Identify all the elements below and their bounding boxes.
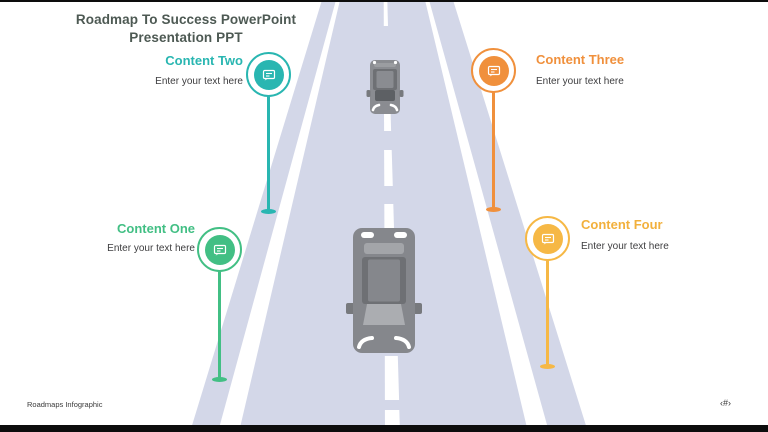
pin-foot-content-four [540, 364, 555, 369]
left-lane-line [218, 0, 340, 432]
pin-foot-content-three [486, 207, 501, 212]
presentation-board-icon [487, 65, 500, 77]
top-letterbox-bar [0, 0, 768, 2]
map-pin-content-three [471, 48, 516, 93]
pin-stem-content-four [546, 260, 549, 365]
milestone-description-content-four[interactable]: Enter your text here [581, 241, 669, 252]
presentation-board-icon [262, 69, 275, 81]
footer-text[interactable]: Roadmaps Infographic [27, 400, 103, 409]
milestone-description-content-three[interactable]: Enter your text here [536, 76, 624, 87]
slide-number-placeholder[interactable]: ‹#› [720, 398, 731, 408]
pin-stem-content-one [218, 271, 221, 378]
slide-title[interactable]: Roadmap To Success PowerPoint Presentati… [75, 12, 297, 45]
map-pin-content-one [197, 227, 242, 272]
map-pin-content-two [246, 52, 291, 97]
bottom-letterbox-bar [0, 425, 768, 432]
milestone-label-content-two[interactable]: Content Two [165, 53, 243, 68]
pin-foot-content-two [261, 209, 276, 214]
pin-foot-content-one [212, 377, 227, 382]
milestone-label-content-three[interactable]: Content Three [536, 52, 625, 67]
presentation-board-icon [213, 244, 226, 256]
car-top-view-small [366, 60, 404, 114]
milestone-description-content-one[interactable]: Enter your text here [107, 243, 195, 254]
milestone-label-content-one[interactable]: Content One [117, 221, 195, 236]
presentation-board-icon [541, 233, 554, 245]
milestone-description-content-two[interactable]: Enter your text here [155, 76, 243, 87]
pin-stem-content-three [492, 92, 495, 208]
right-lane-line [425, 0, 549, 432]
map-pin-content-four [525, 216, 570, 261]
pin-stem-content-two [267, 96, 270, 210]
car-top-view-large [346, 228, 422, 353]
milestone-label-content-four[interactable]: Content Four [581, 217, 663, 232]
